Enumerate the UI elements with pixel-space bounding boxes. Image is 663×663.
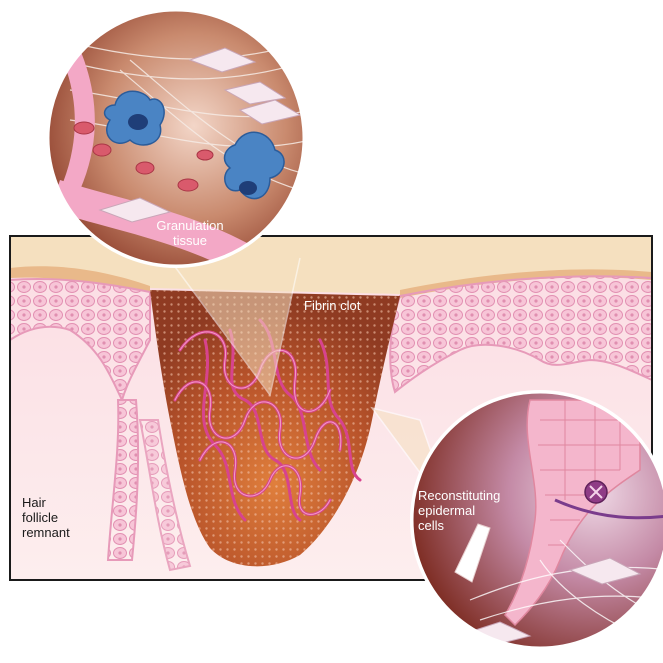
granulation-tissue-label: Granulation tissue (144, 218, 236, 248)
fibrin-clot-label: Fibrin clot (304, 298, 360, 313)
reconstituting-epidermal-cells-label: Reconstituting epidermal cells (418, 488, 528, 533)
hair-follicle-remnant-label: Hair follicle remnant (22, 495, 92, 540)
